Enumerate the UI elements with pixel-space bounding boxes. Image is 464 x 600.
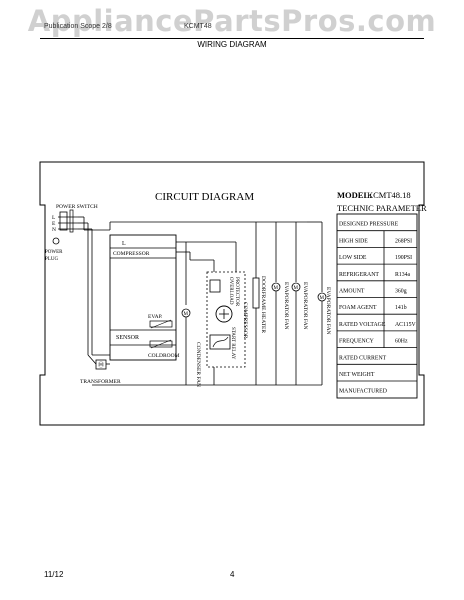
line-label-l: L [52,215,56,221]
technic-row-value: 360g [395,289,407,295]
footer-date: 11/12 [44,570,64,579]
transformer-symbol [95,359,107,370]
circuit-diagram-title: CIRCUIT DIAGRAM [155,191,254,203]
power-plug-label-1: POWER [45,250,63,255]
technic-row-value: AC115V [395,322,417,328]
line-label-e: E [52,221,56,227]
technic-row-value: 141b [395,305,407,311]
technic-row-value: R134a [395,272,411,278]
box-l-label: L [122,241,126,247]
technic-row-label: RATED VOLTAGE [339,322,386,328]
evaporator-fan-2-label: EVAPORATOR FAN [302,282,308,330]
page-title: WIRING DIAGRAM [197,40,267,49]
technic-row-label: DESIGNED PRESSURE [339,222,399,228]
compressor-label: COMPRESSOR [242,302,248,339]
technic-title: TECHNIC PARAMETER [337,203,427,213]
doorframe-heater-label: DOORFRAME HEATER [260,276,266,333]
compressor-group [206,271,246,368]
svg-text:M: M [294,286,299,291]
power-switch-label: POWER SWITCH [56,204,98,210]
box-sensor-label: SENSOR [116,335,139,341]
footer-page-number: 4 [230,570,235,579]
svg-text:M: M [320,296,325,301]
technic-row-value: 60Hz [395,339,408,345]
transformer-label: TRANSFORMER [80,379,121,385]
technic-table [336,213,418,399]
technic-row-label: FOAM AGENT [339,305,377,311]
line-label-n: N [52,227,56,233]
overload-label: OVERLOAD [228,277,233,305]
power-plug-label-2: PLUG [45,257,58,262]
technic-row-label: MANUFACTURED [339,389,387,395]
evap-label: EVAP. [148,314,163,320]
technic-row-label: RATED CURRENT [339,355,387,361]
header-rule [40,38,424,39]
diagram-frame [39,161,425,426]
svg-text:M: M [184,312,189,317]
start-relay-label: START RELAY [230,327,235,360]
evap-sensor [149,320,173,328]
svg-text:M: M [274,286,279,291]
doorframe-heater-symbol [252,277,260,309]
condenser-fan-label: CONDENSER FAN [195,342,201,387]
technic-row-value: 268PSI [395,238,412,244]
power-plug-symbol [52,237,60,245]
technic-row-label: NET WEIGHT [339,372,375,378]
svg-text:Ⓜ: Ⓜ [98,361,104,369]
model-number: KCMT48.18 [367,190,411,200]
technic-row-label: FREQUENCY [339,339,375,345]
technic-row-label: REFRIGERANT [339,272,379,278]
header-left-text: Publication Scope 2/8 [44,23,112,30]
technic-row-label: LOW SIDE [339,255,367,261]
header-model-text: KCMT48 [184,23,212,30]
coldroom-sensor [149,340,173,348]
technic-row-label: HIGH SIDE [339,238,368,244]
controller-box [109,234,177,361]
evaporator-fan-3-label: EVAPORATOR FAN [325,287,331,335]
protector-label: PROTECTOR [234,277,239,307]
technic-row-label: AMOUNT [339,289,365,295]
watermark: AppliancePartsPros.com [27,4,437,38]
power-switch-symbol [59,211,68,231]
evaporator-fan-1-label: EVAPORATOR FAN [283,282,289,330]
box-compressor-label: COMPRESSOR [113,251,150,257]
coldroom-label: COLDROOM [148,353,180,359]
model-label: MODEL: [337,190,372,200]
compressor-motor [215,305,233,323]
technic-row-value: 190PSI [395,255,412,261]
